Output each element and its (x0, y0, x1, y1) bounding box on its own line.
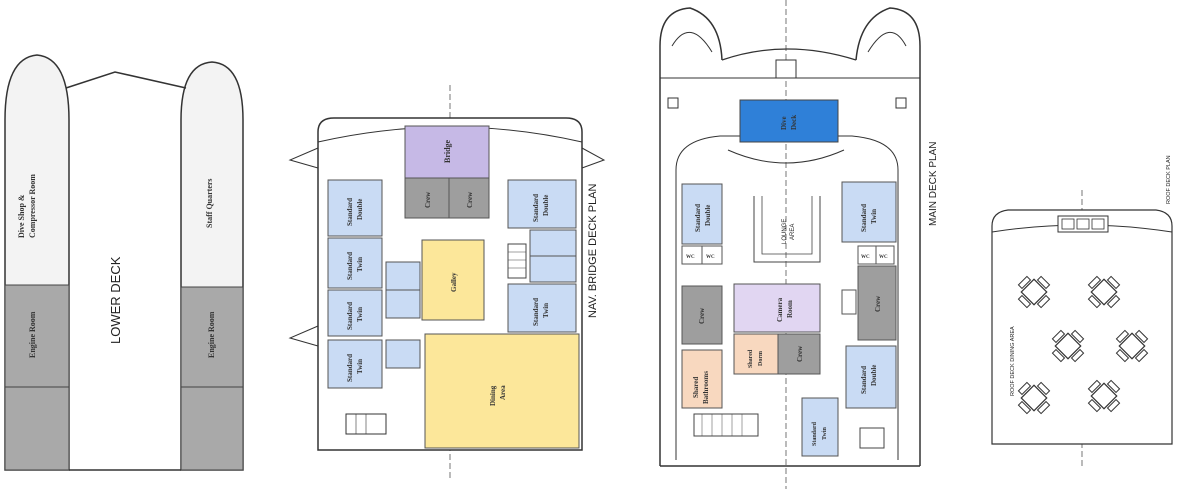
roof-table-6 (1087, 379, 1121, 413)
bridge-deck-plan: Bridge Crew Crew Standard Double Standar… (288, 85, 606, 480)
svg-text:Standard: Standard (532, 194, 540, 222)
svg-text:Standard: Standard (346, 252, 354, 280)
roof-table-5 (1017, 381, 1051, 415)
room-label-compressor: Compressor Room (28, 174, 37, 238)
room-label-dive-shop: Dive Shop & (17, 194, 26, 238)
roof-table-1 (1017, 275, 1051, 309)
engine-room-right (180, 286, 244, 388)
roof-deck-title: ROOF DECK PLAN (1166, 155, 1172, 204)
bridge-cabin-standard-double-right (507, 179, 577, 229)
svg-text:Standard: Standard (346, 354, 354, 382)
bridge-label: Bridge (443, 139, 452, 163)
dining-area (424, 333, 580, 449)
main-crew-right (857, 265, 897, 341)
crew-label-1: Crew (424, 191, 432, 208)
svg-text:Standard: Standard (860, 366, 868, 394)
svg-text:Room: Room (786, 300, 794, 318)
svg-text:Double: Double (542, 195, 550, 216)
bridge-cabin-standard-twin-right (507, 283, 577, 333)
roof-deck-plan: ROOF DECK DINING AREA ROOF DECK PLAN (991, 155, 1173, 466)
lower-deck-plan: Dive Shop & Compressor Room Staff Quarte… (4, 54, 244, 471)
svg-text:WC: WC (686, 255, 695, 260)
svg-text:Twin: Twin (356, 359, 364, 374)
svg-text:Shared: Shared (692, 377, 700, 398)
bridge-cabin-twin-3 (327, 339, 383, 389)
svg-text:Dorm: Dorm (758, 351, 764, 366)
bridge-cabin-twin-2 (327, 289, 383, 337)
svg-text:Bathrooms: Bathrooms (702, 371, 710, 404)
main-cabin-standard-double-left (681, 183, 723, 245)
engine-room-right-lower (180, 386, 244, 471)
roof-dining-area-label: ROOF DECK DINING AREA (1010, 326, 1016, 396)
lounge-label: LOUNGE (782, 219, 788, 244)
svg-text:Deck: Deck (790, 115, 798, 130)
svg-text:Dive: Dive (780, 116, 788, 130)
svg-text:Standard: Standard (860, 204, 868, 232)
main-cabin-standard-double-right (845, 345, 897, 409)
shared-bathrooms (681, 349, 723, 409)
svg-text:Twin: Twin (822, 426, 828, 440)
svg-text:Standard: Standard (346, 198, 354, 226)
bridge-cabin-twin-1 (327, 237, 383, 289)
room-label-engine-left: Engine Room (28, 311, 37, 358)
galley-label: Galley (450, 272, 458, 292)
svg-text:Standard: Standard (532, 298, 540, 326)
main-deck-title: MAIN DECK PLAN (928, 142, 939, 226)
dive-deck (739, 99, 839, 143)
engine-room-left (4, 284, 70, 388)
svg-text:Area: Area (499, 385, 507, 400)
svg-text:Twin: Twin (356, 307, 364, 322)
svg-text:WC: WC (879, 255, 888, 260)
svg-text:Twin: Twin (870, 209, 878, 224)
svg-text:Double: Double (704, 205, 712, 226)
svg-text:Crew: Crew (698, 307, 706, 324)
galley-room (421, 239, 485, 321)
svg-text:WC: WC (861, 255, 870, 260)
roof-table-2 (1087, 275, 1121, 309)
svg-text:Shared: Shared (748, 349, 754, 368)
shared-dorm (733, 333, 779, 375)
svg-text:AREA: AREA (790, 224, 796, 240)
main-cabin-standard-twin-bottom (801, 397, 839, 457)
svg-text:Dining: Dining (489, 385, 497, 406)
lower-deck-title: LOWER DECK (108, 256, 123, 344)
svg-text:Double: Double (356, 199, 364, 220)
main-deck-plan: Dive Deck Standard Double WC WC Crew Sha… (659, 0, 939, 489)
svg-text:Crew: Crew (796, 345, 804, 362)
bridge-deck-title: NAV. BRIDGE DECK PLAN (587, 183, 599, 318)
crew-label-2: Crew (466, 191, 474, 208)
main-crew-center (777, 333, 821, 375)
camera-room (733, 283, 821, 333)
svg-text:Standard: Standard (812, 421, 818, 446)
svg-text:Double: Double (870, 365, 878, 386)
bridge-room (404, 125, 490, 179)
room-label-staff-quarters: Staff Quarters (205, 178, 214, 228)
svg-text:Twin: Twin (356, 257, 364, 272)
svg-text:Camera: Camera (776, 297, 784, 322)
main-crew-left (681, 285, 723, 345)
bridge-cabin-standard-double-left (327, 179, 383, 237)
main-cabin-standard-twin-right (841, 181, 897, 243)
engine-room-left-lower (4, 386, 70, 471)
room-label-engine-right: Engine Room (207, 311, 216, 358)
svg-text:WC: WC (706, 255, 715, 260)
roof-table-4 (1115, 329, 1149, 363)
svg-text:Standard: Standard (346, 302, 354, 330)
svg-text:Crew: Crew (874, 295, 882, 312)
roof-table-3 (1051, 329, 1085, 363)
roof-deck-outline (991, 209, 1173, 445)
crew-room-2 (448, 177, 490, 219)
svg-text:Standard: Standard (694, 204, 702, 232)
svg-text:Twin: Twin (542, 303, 550, 318)
